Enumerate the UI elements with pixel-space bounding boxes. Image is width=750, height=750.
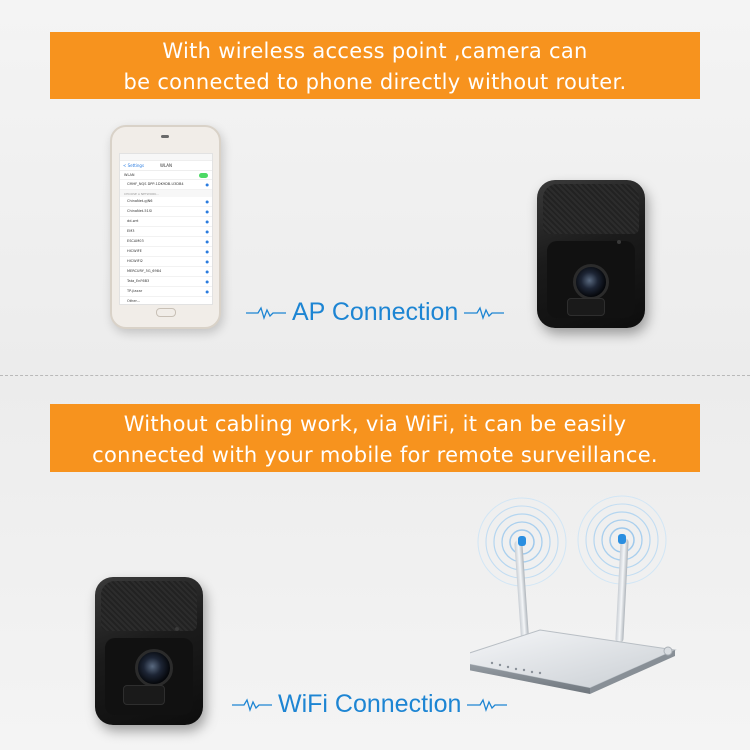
network-name: ChinaNet-gjN6 xyxy=(127,199,153,203)
wlan-label: WLAN xyxy=(124,173,135,177)
wifi-signal-icon: ● xyxy=(205,219,210,224)
phone-home-button xyxy=(156,308,176,317)
network-name: EM3 xyxy=(127,229,135,233)
network-name: Tata_EnF6B3 xyxy=(127,279,150,283)
wifi-signal-icon: ● xyxy=(205,249,210,254)
connected-network-label: CMHF_NQS DPP-1DK9DB-U3DB4 xyxy=(127,182,184,186)
wifi-signal-icon: ● xyxy=(205,239,210,244)
wifi-signal-icon: ● xyxy=(205,229,210,234)
ap-connection-text: AP Connection xyxy=(292,298,459,326)
network-row: MERCURY_5G_6984 ● xyxy=(120,267,212,277)
network-name: HICWIFE xyxy=(127,249,142,253)
antenna-tip xyxy=(618,534,626,544)
network-row: HICWIFE ● xyxy=(120,247,212,257)
camera-pir-sensor xyxy=(123,685,165,705)
network-row: ChinaNet-51Sl ● xyxy=(120,207,212,217)
network-name: TP-jiaxar xyxy=(127,289,143,293)
network-row: Other... xyxy=(120,297,212,304)
wifi-signal-icon: ● xyxy=(205,199,210,204)
bottom-banner-line-1: Without cabling work, via WiFi, it can b… xyxy=(123,412,627,436)
camera-led xyxy=(617,240,621,244)
phone-title: WLAN xyxy=(159,163,172,168)
phone-back-link: < Settings xyxy=(123,163,145,168)
network-row: dd-wrt ● xyxy=(120,217,212,227)
network-name: dd-wrt xyxy=(127,219,139,223)
network-name: Other... xyxy=(127,299,140,303)
network-name: MERCURY_5G_6984 xyxy=(127,269,162,273)
network-name: HICWIFI2 xyxy=(127,259,143,263)
camera-top-texture xyxy=(101,581,197,632)
router-body xyxy=(470,629,677,694)
wifi-connection-text: WiFi Connection xyxy=(278,690,462,718)
network-row: HICWIFI2 ● xyxy=(120,257,212,267)
phone-statusbar xyxy=(120,154,212,161)
phone-speaker xyxy=(161,135,169,138)
network-row: EM3 ● xyxy=(120,227,212,237)
network-row: ESCAM03 ● xyxy=(120,237,212,247)
phone-screen: < Settings WLAN WLAN CMHF_NQS DPP-1DK9DB… xyxy=(119,153,213,305)
camera-pir-sensor xyxy=(567,298,605,316)
bottom-banner-line-2: connected with your mobile for remote su… xyxy=(92,443,658,467)
camera-led xyxy=(175,627,179,631)
antenna-tip xyxy=(518,536,526,546)
signal-wave-icon xyxy=(464,305,505,321)
wifi-signal-icon: ● xyxy=(205,182,210,187)
wifi-signal-icon: ● xyxy=(205,279,210,284)
top-banner: With wireless access point ,camera can b… xyxy=(50,32,700,99)
connected-network-row: CMHF_NQS DPP-1DK9DB-U3DB4 ● xyxy=(120,180,212,190)
network-section-header: CHOOSE A NETWORK... xyxy=(120,190,212,197)
wifi-signal-icon: ● xyxy=(205,209,210,214)
top-banner-line-1: With wireless access point ,camera can xyxy=(162,39,588,63)
wifi-signal-icon: ● xyxy=(205,289,210,294)
ap-connection-label: AP Connection xyxy=(246,298,505,327)
network-name: ChinaNet-51Sl xyxy=(127,209,153,213)
wlan-toggle-row: WLAN xyxy=(120,171,212,180)
network-name: ESCAM03 xyxy=(127,239,144,243)
signal-wave-icon xyxy=(246,305,286,321)
network-row: Tata_EnF6B3 ● xyxy=(120,277,212,287)
security-camera xyxy=(537,180,645,328)
signal-wave-icon xyxy=(232,697,272,713)
network-row: TP-jiaxar ● xyxy=(120,287,212,297)
top-banner-line-2: be connected to phone directly without r… xyxy=(123,70,627,94)
wifi-router xyxy=(470,480,710,710)
camera-top-texture xyxy=(543,184,639,235)
wifi-signal-icon: ● xyxy=(205,269,210,274)
smartphone: < Settings WLAN WLAN CMHF_NQS DPP-1DK9DB… xyxy=(110,125,221,329)
wifi-signal-icon: ● xyxy=(205,259,210,264)
section-divider xyxy=(0,375,750,376)
bottom-banner: Without cabling work, via WiFi, it can b… xyxy=(50,404,700,472)
wlan-toggle xyxy=(199,172,208,178)
camera-lens xyxy=(573,264,609,300)
camera-lens xyxy=(135,649,173,687)
phone-navbar: < Settings WLAN xyxy=(120,161,212,171)
signal-wave-icon xyxy=(467,697,508,713)
network-row: ChinaNet-gjN6 ● xyxy=(120,197,212,207)
wifi-connection-label: WiFi Connection xyxy=(232,690,508,719)
security-camera xyxy=(95,577,203,725)
